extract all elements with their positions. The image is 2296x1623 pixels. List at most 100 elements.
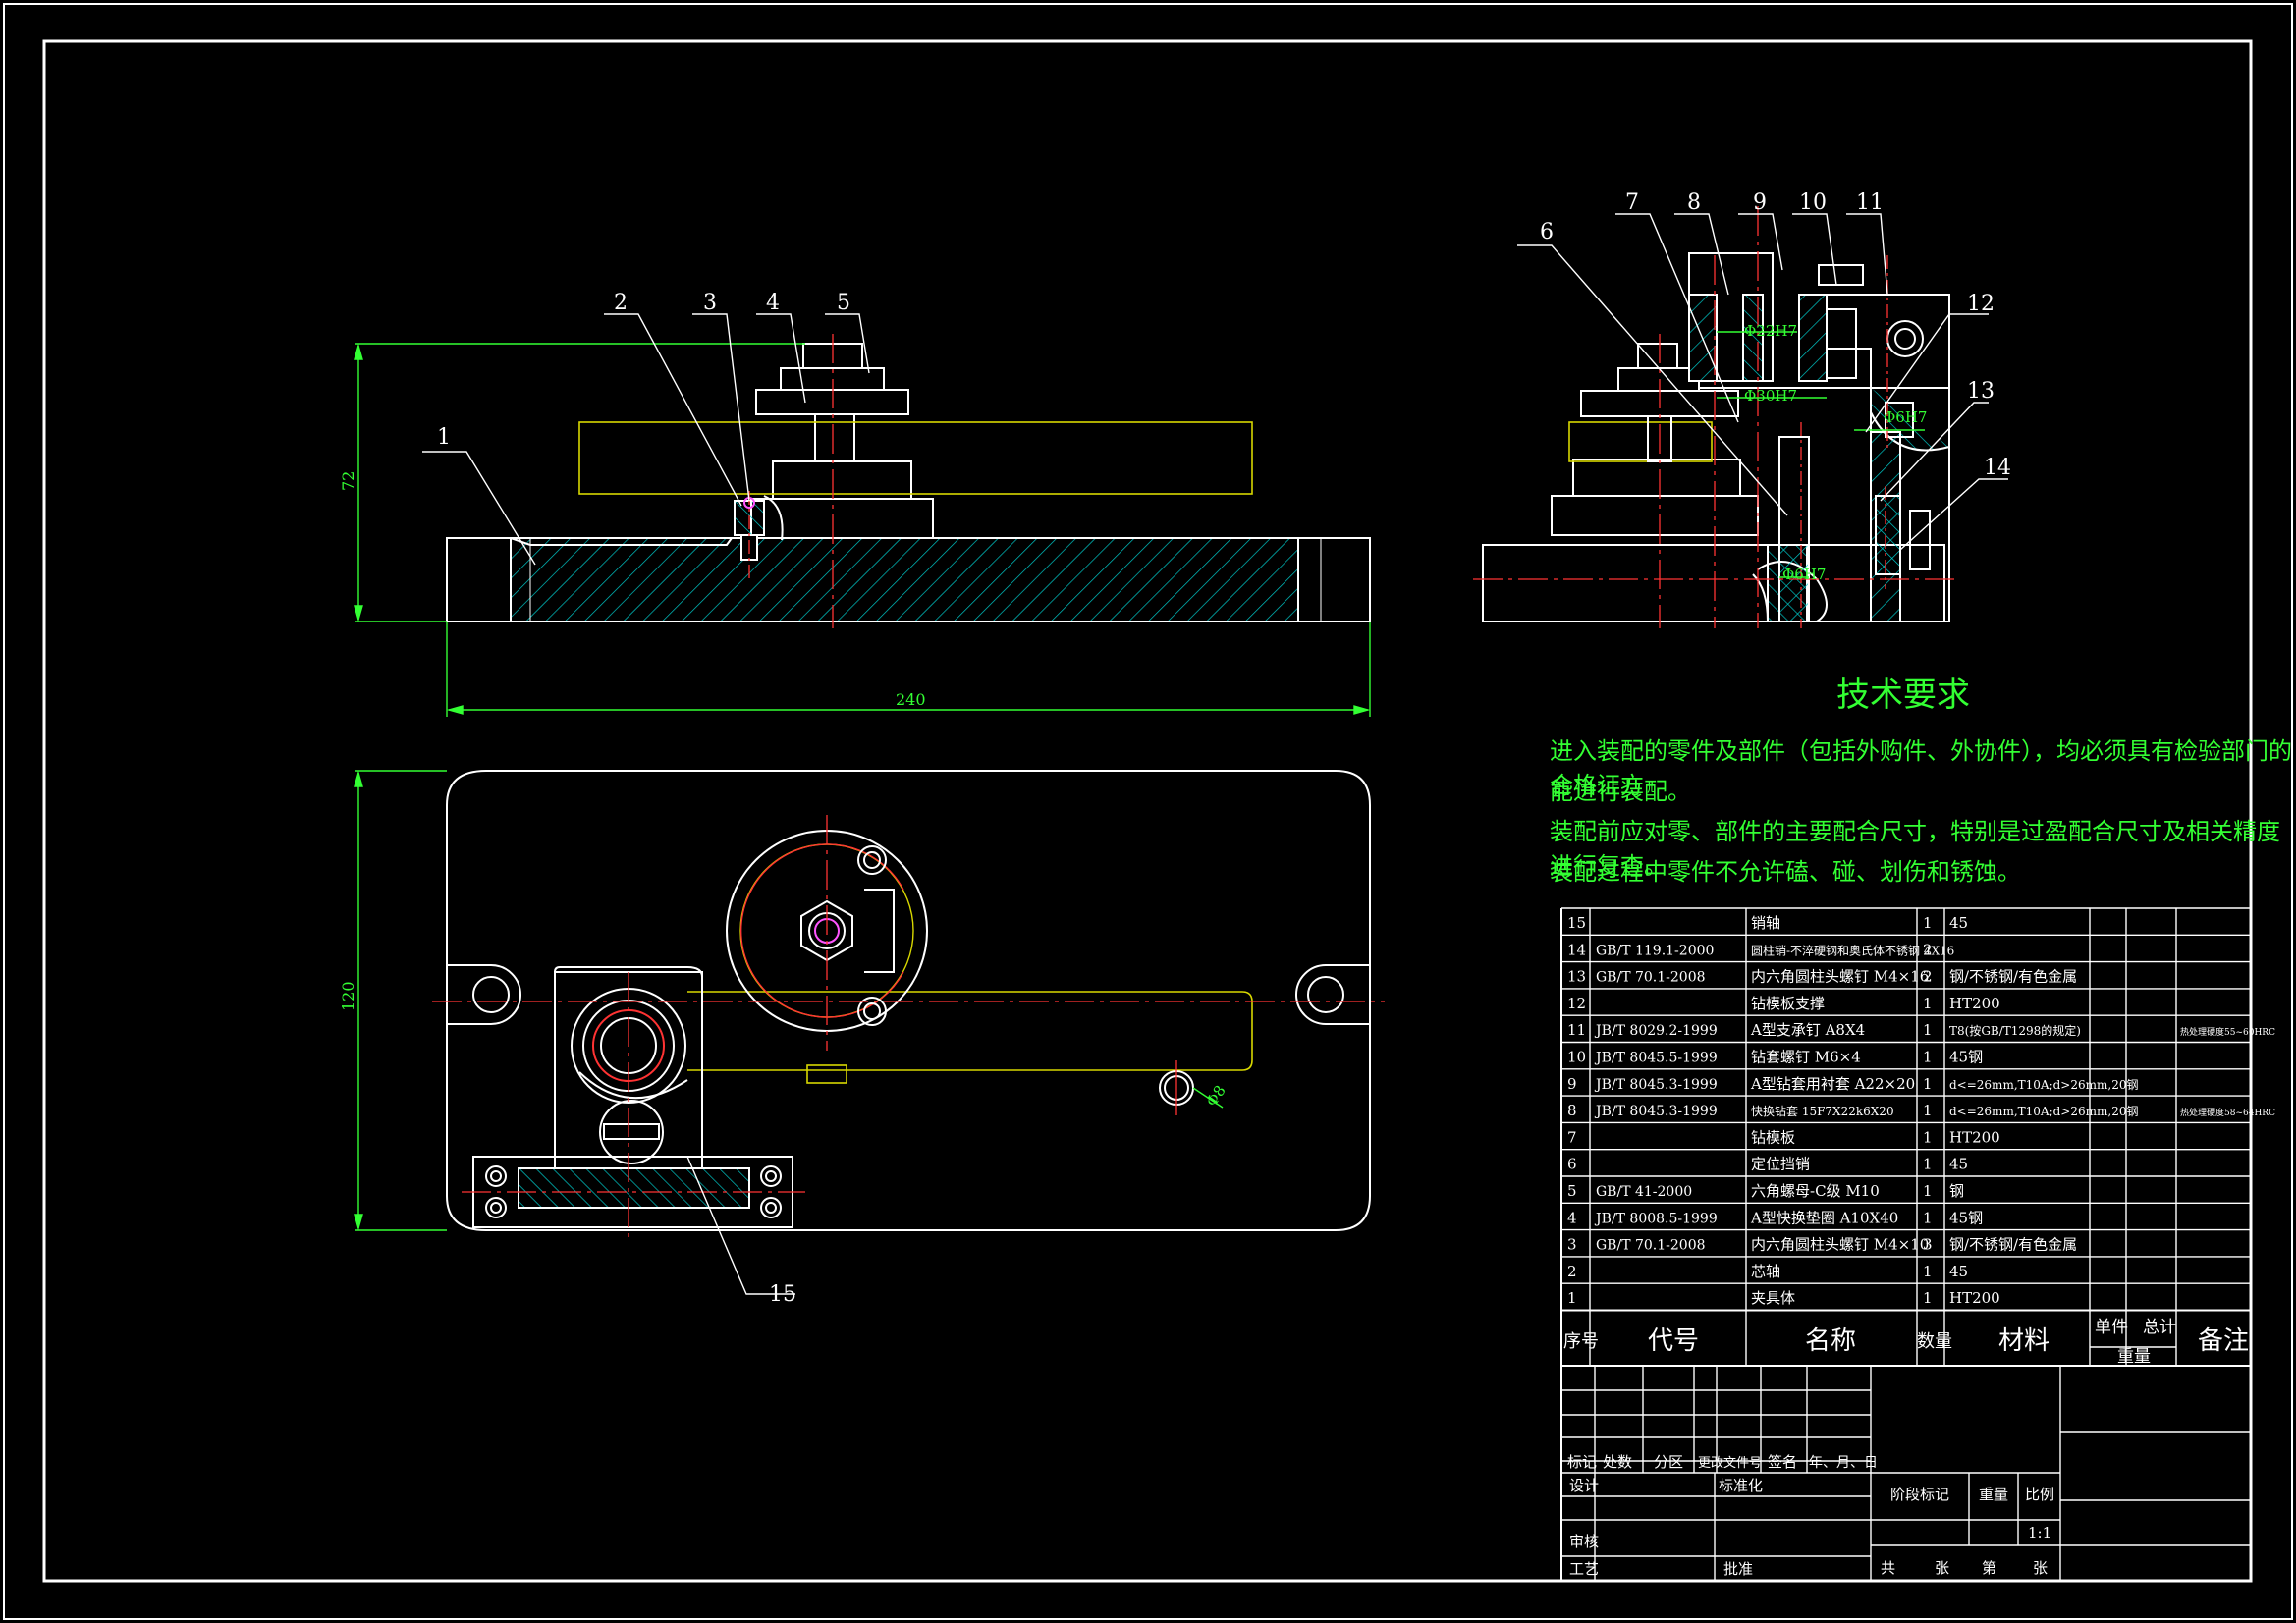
bom-seq: 4 [1567, 1209, 1577, 1226]
bom-name: 六角螺母-C级 M10 [1751, 1182, 1880, 1200]
bom-qty: 1 [1923, 1263, 1933, 1280]
tb-count: 处数 [1603, 1453, 1632, 1471]
bom-qty: 1 [1923, 1156, 1933, 1173]
bom-name: 夹具体 [1751, 1289, 1795, 1307]
tb-zone: 分区 [1654, 1453, 1683, 1471]
bom-code: GB/T 70.1-2008 [1596, 970, 1706, 986]
bom-code: JB/T 8045.3-1999 [1594, 1104, 1718, 1119]
bom-material: 45 [1949, 1263, 1968, 1280]
bom-seq: 12 [1567, 995, 1586, 1012]
bom-seq: 3 [1567, 1236, 1577, 1254]
bom-material: d<=26mm,T10A;d>26mm,20钢 [1949, 1078, 2138, 1092]
balloon-13: 13 [1967, 379, 1995, 404]
bom-material: 钢/不锈钢/有色金属 [1949, 968, 2077, 986]
front-dimensions [354, 343, 1371, 717]
bom-remark: 热处理硬度55~60HRC [2180, 1026, 2275, 1038]
balloon-2: 2 [614, 291, 628, 315]
balloon-4: 4 [766, 291, 780, 315]
tb-weight: 重量 [1979, 1486, 2008, 1503]
bom-qty: 1 [1923, 1128, 1933, 1146]
balloon-7: 7 [1625, 190, 1639, 215]
bom-qty: 2 [1923, 968, 1933, 986]
bom-name: 圆柱销-不淬硬钢和奥氏体不锈钢 4X16 [1751, 943, 1954, 957]
dim-pin-6: Φ6H7 [1884, 408, 1927, 426]
tb-process: 工艺 [1569, 1560, 1599, 1578]
bom-seq: 1 [1567, 1289, 1577, 1307]
tb-standardize: 标准化 [1719, 1477, 1763, 1494]
bom-name: A型快换垫圈 A10X40 [1750, 1209, 1898, 1226]
bom-seq: 5 [1567, 1182, 1577, 1200]
bom-header-qty: 数量 [1917, 1331, 1952, 1352]
balloon-15: 15 [769, 1282, 796, 1307]
bom-qty: 1 [1923, 1021, 1933, 1039]
title-block-text: 标记 处数 分区 更改文件号 签名 年、月、日 设计 标准化 审核 工艺 批准 … [1567, 1453, 2054, 1578]
tech-requirement-line-4: 装配过程中零件不允许磕、碰、划伤和锈蚀。 [1550, 858, 2021, 886]
bom-seq: 7 [1567, 1128, 1577, 1146]
bom-name: 内六角圆柱头螺钉 M4×10 [1751, 1236, 1929, 1254]
bom-header-material: 材料 [1998, 1326, 2050, 1356]
bom-code: GB/T 119.1-2000 [1596, 943, 1714, 958]
bom-material: HT200 [1949, 1128, 2000, 1146]
dim-height-72: 72 [339, 471, 357, 491]
dim-width-120: 120 [339, 981, 357, 1011]
bom-qty: 1 [1923, 1049, 1933, 1066]
bom-seq: 9 [1567, 1075, 1577, 1093]
bom-material: T8(按GB/T1298的规定) [1949, 1023, 2081, 1038]
bom-header: 序号 代号 名称 数量 材料 单件 总计 重量 备注 [1563, 1318, 2249, 1367]
bom-code: GB/T 70.1-2008 [1596, 1238, 1706, 1254]
bom-name: 钻套螺钉 M6×4 [1751, 1049, 1861, 1066]
bom-qty: 1 [1923, 1289, 1933, 1307]
balloon-10: 10 [1799, 190, 1827, 215]
tech-requirement-line-1: 进入装配的零件及部件（包括外购件、外协件），均必须具有检验部门的合格证方 [1550, 737, 2292, 799]
tech-requirements-title: 技术要求 [1836, 676, 1970, 715]
bom-name: 钻模板支撑 [1751, 995, 1825, 1012]
balloon-5: 5 [837, 291, 850, 315]
dim-length-240: 240 [896, 690, 926, 709]
bom-code: JB/T 8029.2-1999 [1594, 1023, 1718, 1039]
balloon-12: 12 [1967, 292, 1995, 316]
side-view [1473, 206, 1954, 628]
bom-qty: 1 [1923, 1182, 1933, 1200]
bom-code: JB/T 8045.3-1999 [1594, 1077, 1718, 1093]
bom-material: d<=26mm,T10A;d>26mm,20钢 [1949, 1105, 2138, 1118]
bom-seq: 8 [1567, 1102, 1577, 1119]
base-hatch [511, 538, 1298, 622]
side-dimensions [1717, 331, 1925, 578]
tb-design: 设计 [1569, 1477, 1599, 1494]
bom-seq: 2 [1567, 1263, 1577, 1280]
dim-pin-6b: Φ6H7 [1782, 566, 1826, 583]
bom-seq: 10 [1567, 1049, 1586, 1066]
bom-name: A型钻套用衬套 A22×20 [1750, 1075, 1915, 1093]
bom-material: 钢 [1949, 1182, 1964, 1200]
bom-qty: 1 [1923, 1209, 1933, 1226]
balloon-11: 11 [1856, 190, 1884, 215]
bom-seq: 15 [1567, 914, 1586, 932]
bom-header-name: 名称 [1805, 1326, 1856, 1356]
bom-name: A型支承钉 A8X4 [1750, 1021, 1865, 1039]
bom-qty: 1 [1923, 1075, 1933, 1093]
bom-material: 45钢 [1949, 1049, 1983, 1066]
dim-bore-30: Φ30H7 [1744, 387, 1797, 405]
tb-sheet-no: 第 [1982, 1559, 1996, 1577]
tb-stage: 阶段标记 [1890, 1486, 1949, 1503]
bom-name: 内六角圆柱头螺钉 M4×16 [1751, 968, 1929, 986]
bom-seq: 6 [1567, 1156, 1577, 1173]
tb-mark: 标记 [1567, 1453, 1597, 1471]
leader-lines [422, 213, 2008, 1295]
tech-requirement-line-2: 能进行装配。 [1550, 778, 1691, 805]
balloon-3: 3 [703, 291, 717, 315]
title-block [1560, 1365, 2252, 1582]
tb-approve: 批准 [1723, 1560, 1753, 1578]
balloon-9: 9 [1753, 190, 1767, 215]
bom-header-total: 总计 [2143, 1318, 2176, 1337]
bom-header-seq: 序号 [1563, 1331, 1599, 1352]
bom-seq: 14 [1567, 941, 1586, 958]
tb-total-sheets: 共 [1881, 1559, 1895, 1577]
dim-bore-22: Φ22H7 [1744, 322, 1797, 340]
bom-header-code: 代号 [1648, 1326, 1699, 1356]
bom-material: HT200 [1949, 995, 2000, 1012]
bom-header-remark: 备注 [2198, 1326, 2249, 1356]
bom-remark: 热处理硬度58~64HRC [2180, 1107, 2275, 1118]
bom-name: 快换钻套 15F7X22k6X20 [1751, 1104, 1894, 1118]
